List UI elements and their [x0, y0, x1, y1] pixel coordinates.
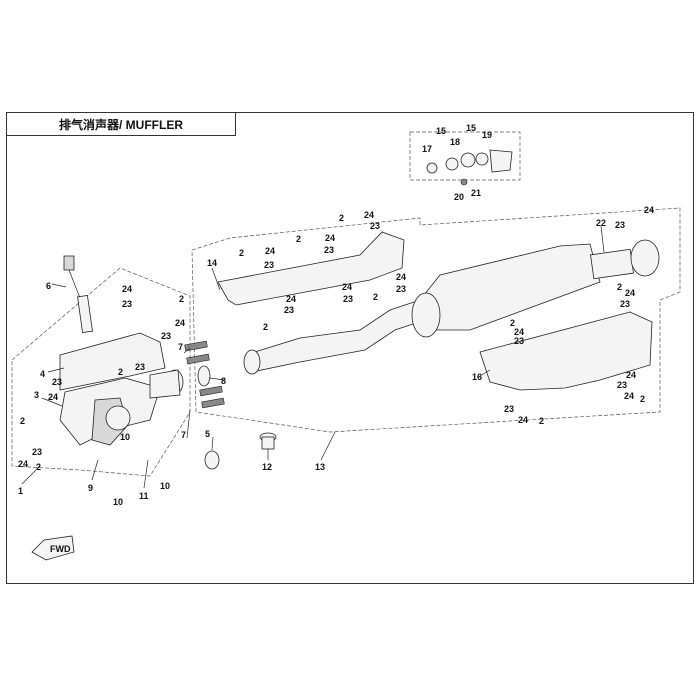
callouts: 1 2 2 2 2 2 2 2 2 2 2 2 2 2 3 4 5 6 7 7 … — [18, 123, 654, 507]
small-parts — [204, 432, 277, 470]
callout-24: 24 — [325, 233, 335, 243]
callout-4: 4 — [40, 369, 45, 379]
callout-14: 14 — [207, 258, 217, 268]
callout-16: 16 — [472, 372, 482, 382]
callout-18: 18 — [450, 137, 460, 147]
callout-6: 6 — [46, 281, 51, 291]
title-box: 排气消声器/ MUFFLER — [6, 112, 236, 136]
callout-23: 23 — [264, 260, 274, 270]
fwd-label: FWD — [50, 544, 71, 554]
callout-2: 2 — [539, 416, 544, 426]
callout-23: 23 — [617, 380, 627, 390]
callout-2: 2 — [640, 394, 645, 404]
callout-8: 8 — [221, 376, 226, 386]
callout-17: 17 — [422, 144, 432, 154]
callout-24: 24 — [265, 246, 275, 256]
callout-22: 22 — [596, 218, 606, 228]
callout-23: 23 — [615, 220, 625, 230]
callout-24: 24 — [286, 294, 296, 304]
callout-15: 15 — [466, 123, 476, 133]
callout-2: 2 — [617, 282, 622, 292]
callout-10: 10 — [120, 432, 130, 442]
callout-24: 24 — [122, 284, 132, 294]
callout-23: 23 — [32, 447, 42, 457]
callout-5: 5 — [205, 429, 210, 439]
callout-23: 23 — [370, 221, 380, 231]
assembly-outline-muffler — [191, 207, 681, 433]
callout-2: 2 — [263, 322, 268, 332]
callout-24: 24 — [396, 272, 406, 282]
assembly-outline-bracket — [409, 131, 521, 181]
callout-2: 2 — [36, 462, 41, 472]
callout-2: 2 — [510, 318, 515, 328]
springs-and-gasket — [149, 340, 225, 409]
callout-23: 23 — [284, 305, 294, 315]
callout-2: 2 — [373, 292, 378, 302]
callout-24: 24 — [175, 318, 185, 328]
callout-19: 19 — [482, 130, 492, 140]
callout-23: 23 — [52, 377, 62, 387]
callout-24: 24 — [342, 282, 352, 292]
muffler-body — [411, 239, 660, 338]
callout-24: 24 — [624, 391, 634, 401]
callout-2: 2 — [296, 234, 301, 244]
leader-lines — [21, 225, 605, 489]
callout-3: 3 — [34, 390, 39, 400]
callout-23: 23 — [135, 362, 145, 372]
callout-23: 23 — [396, 284, 406, 294]
callout-24: 24 — [364, 210, 374, 220]
callout-7: 7 — [181, 430, 186, 440]
callout-10: 10 — [113, 497, 123, 507]
callout-12: 12 — [262, 462, 272, 472]
callout-9: 9 — [88, 483, 93, 493]
callout-11: 11 — [139, 491, 149, 501]
callout-24: 24 — [625, 288, 635, 298]
callout-24: 24 — [18, 459, 28, 469]
callout-10: 10 — [160, 481, 170, 491]
callout-23: 23 — [343, 294, 353, 304]
heat-shield-front-pipe — [217, 231, 405, 306]
heat-shield-muffler — [479, 311, 653, 391]
oxygen-sensor — [63, 255, 93, 333]
callout-2: 2 — [118, 367, 123, 377]
callout-20: 20 — [454, 192, 464, 202]
exhaust-manifold — [59, 332, 166, 446]
callout-2: 2 — [239, 248, 244, 258]
callout-24: 24 — [514, 327, 524, 337]
callout-23: 23 — [620, 299, 630, 309]
callout-24: 24 — [626, 370, 636, 380]
callout-23: 23 — [122, 299, 132, 309]
callout-24: 24 — [644, 205, 654, 215]
callout-2: 2 — [179, 294, 184, 304]
page-title: 排气消声器/ MUFFLER — [59, 117, 183, 132]
callout-23: 23 — [161, 331, 171, 341]
callout-2: 2 — [20, 416, 25, 426]
fwd-arrow: FWD — [31, 535, 75, 561]
diagram-frame — [6, 112, 694, 584]
callout-1: 1 — [18, 486, 23, 496]
callout-23: 23 — [504, 404, 514, 414]
callout-21: 21 — [471, 188, 481, 198]
callout-15: 15 — [436, 126, 446, 136]
callout-13: 13 — [315, 462, 325, 472]
callout-24: 24 — [518, 415, 528, 425]
callout-23: 23 — [514, 336, 524, 346]
middle-exhaust-pipe — [243, 299, 426, 375]
assembly-outline-manifold — [11, 267, 191, 477]
callout-23: 23 — [324, 245, 334, 255]
mount-bracket — [426, 149, 513, 186]
callout-24: 24 — [48, 392, 58, 402]
callout-7: 7 — [178, 342, 183, 352]
callout-2: 2 — [339, 213, 344, 223]
